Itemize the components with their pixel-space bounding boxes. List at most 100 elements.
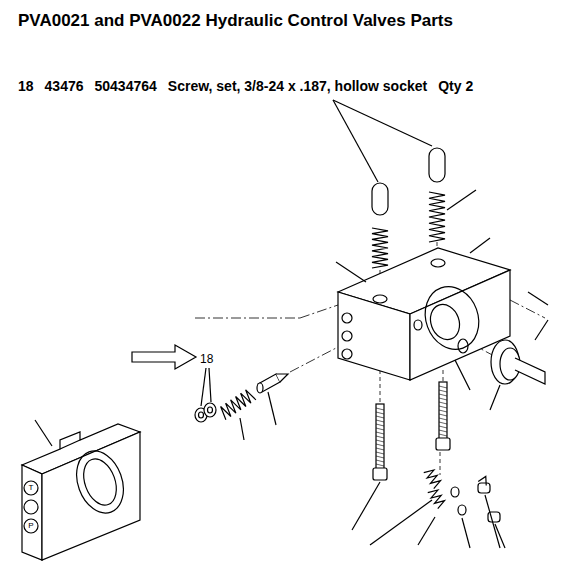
- thread-line: [439, 410, 447, 412]
- drawing-stroke: [491, 340, 519, 384]
- thread-line: [376, 420, 384, 422]
- drawing-stroke: [414, 320, 422, 330]
- drawing-stroke: [342, 313, 352, 323]
- thread-line: [439, 406, 447, 408]
- drawing-stroke: [462, 518, 470, 548]
- drawing-stroke: [510, 300, 545, 318]
- drawing-stroke: [290, 347, 338, 372]
- thread-line: [376, 428, 384, 430]
- thread-line: [439, 422, 447, 424]
- drawing-stroke: [300, 305, 338, 318]
- drawing-stroke: [22, 465, 42, 560]
- thread-line: [376, 464, 384, 466]
- drawing-stroke: [478, 483, 490, 493]
- drawing-stroke: [447, 190, 476, 210]
- port-letter: T: [29, 484, 34, 492]
- drawing-stroke: [470, 238, 490, 253]
- thread-line: [439, 434, 447, 436]
- thread-line: [376, 412, 384, 414]
- drawing-stroke: [458, 339, 468, 353]
- drawing-stroke: [495, 524, 505, 548]
- drawing-stroke: [443, 370, 444, 382]
- drawing-stroke: [35, 420, 52, 446]
- page-title: PVA0021 and PVA0022 Hydraulic Control Va…: [18, 10, 458, 31]
- thread-line: [376, 436, 384, 438]
- drawing-stroke: [417, 279, 488, 357]
- thread-line: [439, 426, 447, 428]
- thread-line: [376, 408, 384, 410]
- spring-coil: [372, 228, 388, 268]
- drawing-stroke: [342, 349, 352, 359]
- spring-coil: [424, 470, 441, 489]
- drawing-stroke: [240, 418, 244, 440]
- part-row-cell: 18: [18, 78, 34, 94]
- port-letter: P: [28, 522, 33, 530]
- drawing-stroke: [485, 495, 500, 548]
- part-row-cell: 43476: [45, 78, 84, 94]
- drawing-stroke: [490, 385, 500, 410]
- drawing-stroke: [42, 432, 140, 560]
- drawing-stroke: [535, 320, 548, 340]
- thread-line: [376, 448, 384, 450]
- thread-line: [376, 452, 384, 454]
- drawing-stroke: [132, 345, 196, 369]
- drawing-stroke: [336, 262, 366, 282]
- drawing-stroke: [342, 331, 352, 341]
- drawing-stroke: [24, 500, 38, 514]
- drawing-stroke: [418, 517, 435, 545]
- drawing-stroke: [528, 292, 548, 305]
- drawing-stroke: [268, 392, 276, 425]
- thread-line: [376, 460, 384, 462]
- parts-row: 184347650434764Screw, set, 3/8-24 x .187…: [18, 78, 473, 94]
- part-row-cell: Screw, set, 3/8-24 x .187, hollow socket: [168, 78, 427, 94]
- thread-line: [376, 456, 384, 458]
- thread-line: [439, 418, 447, 420]
- drawing-stroke: [373, 295, 387, 303]
- drawing-stroke: [195, 318, 300, 319]
- spring-coil: [429, 192, 445, 242]
- drawing-stroke: [431, 259, 445, 267]
- drawing-stroke: [24, 481, 38, 495]
- callout-number: 18: [199, 352, 214, 366]
- drawing-stroke: [429, 148, 445, 182]
- drawing-stroke: [258, 374, 280, 392]
- drawing-stroke: [276, 374, 288, 382]
- drawing-stroke: [380, 370, 381, 404]
- drawing-stroke: [451, 487, 459, 497]
- part-row-cell: Qty 2: [438, 78, 473, 94]
- drawing-stroke: [440, 452, 441, 475]
- thread-line: [376, 432, 384, 434]
- drawing-stroke: [333, 100, 378, 182]
- thread-line: [439, 390, 447, 392]
- drawing-stroke: [24, 519, 38, 533]
- thread-line: [439, 394, 447, 396]
- drawing-stroke: [439, 382, 447, 440]
- drawing-stroke: [257, 383, 263, 393]
- drawing-stroke: [208, 407, 213, 413]
- spring-coil: [478, 476, 486, 485]
- drawing-stroke: [209, 368, 211, 402]
- drawing-stroke: [333, 100, 432, 146]
- drawing-stroke: [426, 300, 465, 343]
- thread-line: [439, 414, 447, 416]
- drawing-stroke: [455, 360, 470, 390]
- spring-coil: [428, 490, 445, 509]
- thread-line: [376, 424, 384, 426]
- drawing-stroke: [60, 440, 80, 449]
- drawing-stroke: [68, 444, 131, 519]
- drawing-stroke: [204, 403, 216, 417]
- drawing-stroke: [458, 505, 466, 515]
- thread-line: [439, 430, 447, 432]
- spring-coil: [221, 390, 256, 420]
- thread-line: [439, 398, 447, 400]
- drawing-stroke: [199, 412, 204, 418]
- drawing-stroke: [376, 404, 384, 470]
- drawing-stroke: [372, 183, 388, 215]
- thread-line: [376, 440, 384, 442]
- drawing-stroke: [201, 368, 206, 406]
- thread-line: [439, 402, 447, 404]
- drawing-stroke: [515, 358, 545, 384]
- thread-line: [439, 386, 447, 388]
- thread-line: [376, 444, 384, 446]
